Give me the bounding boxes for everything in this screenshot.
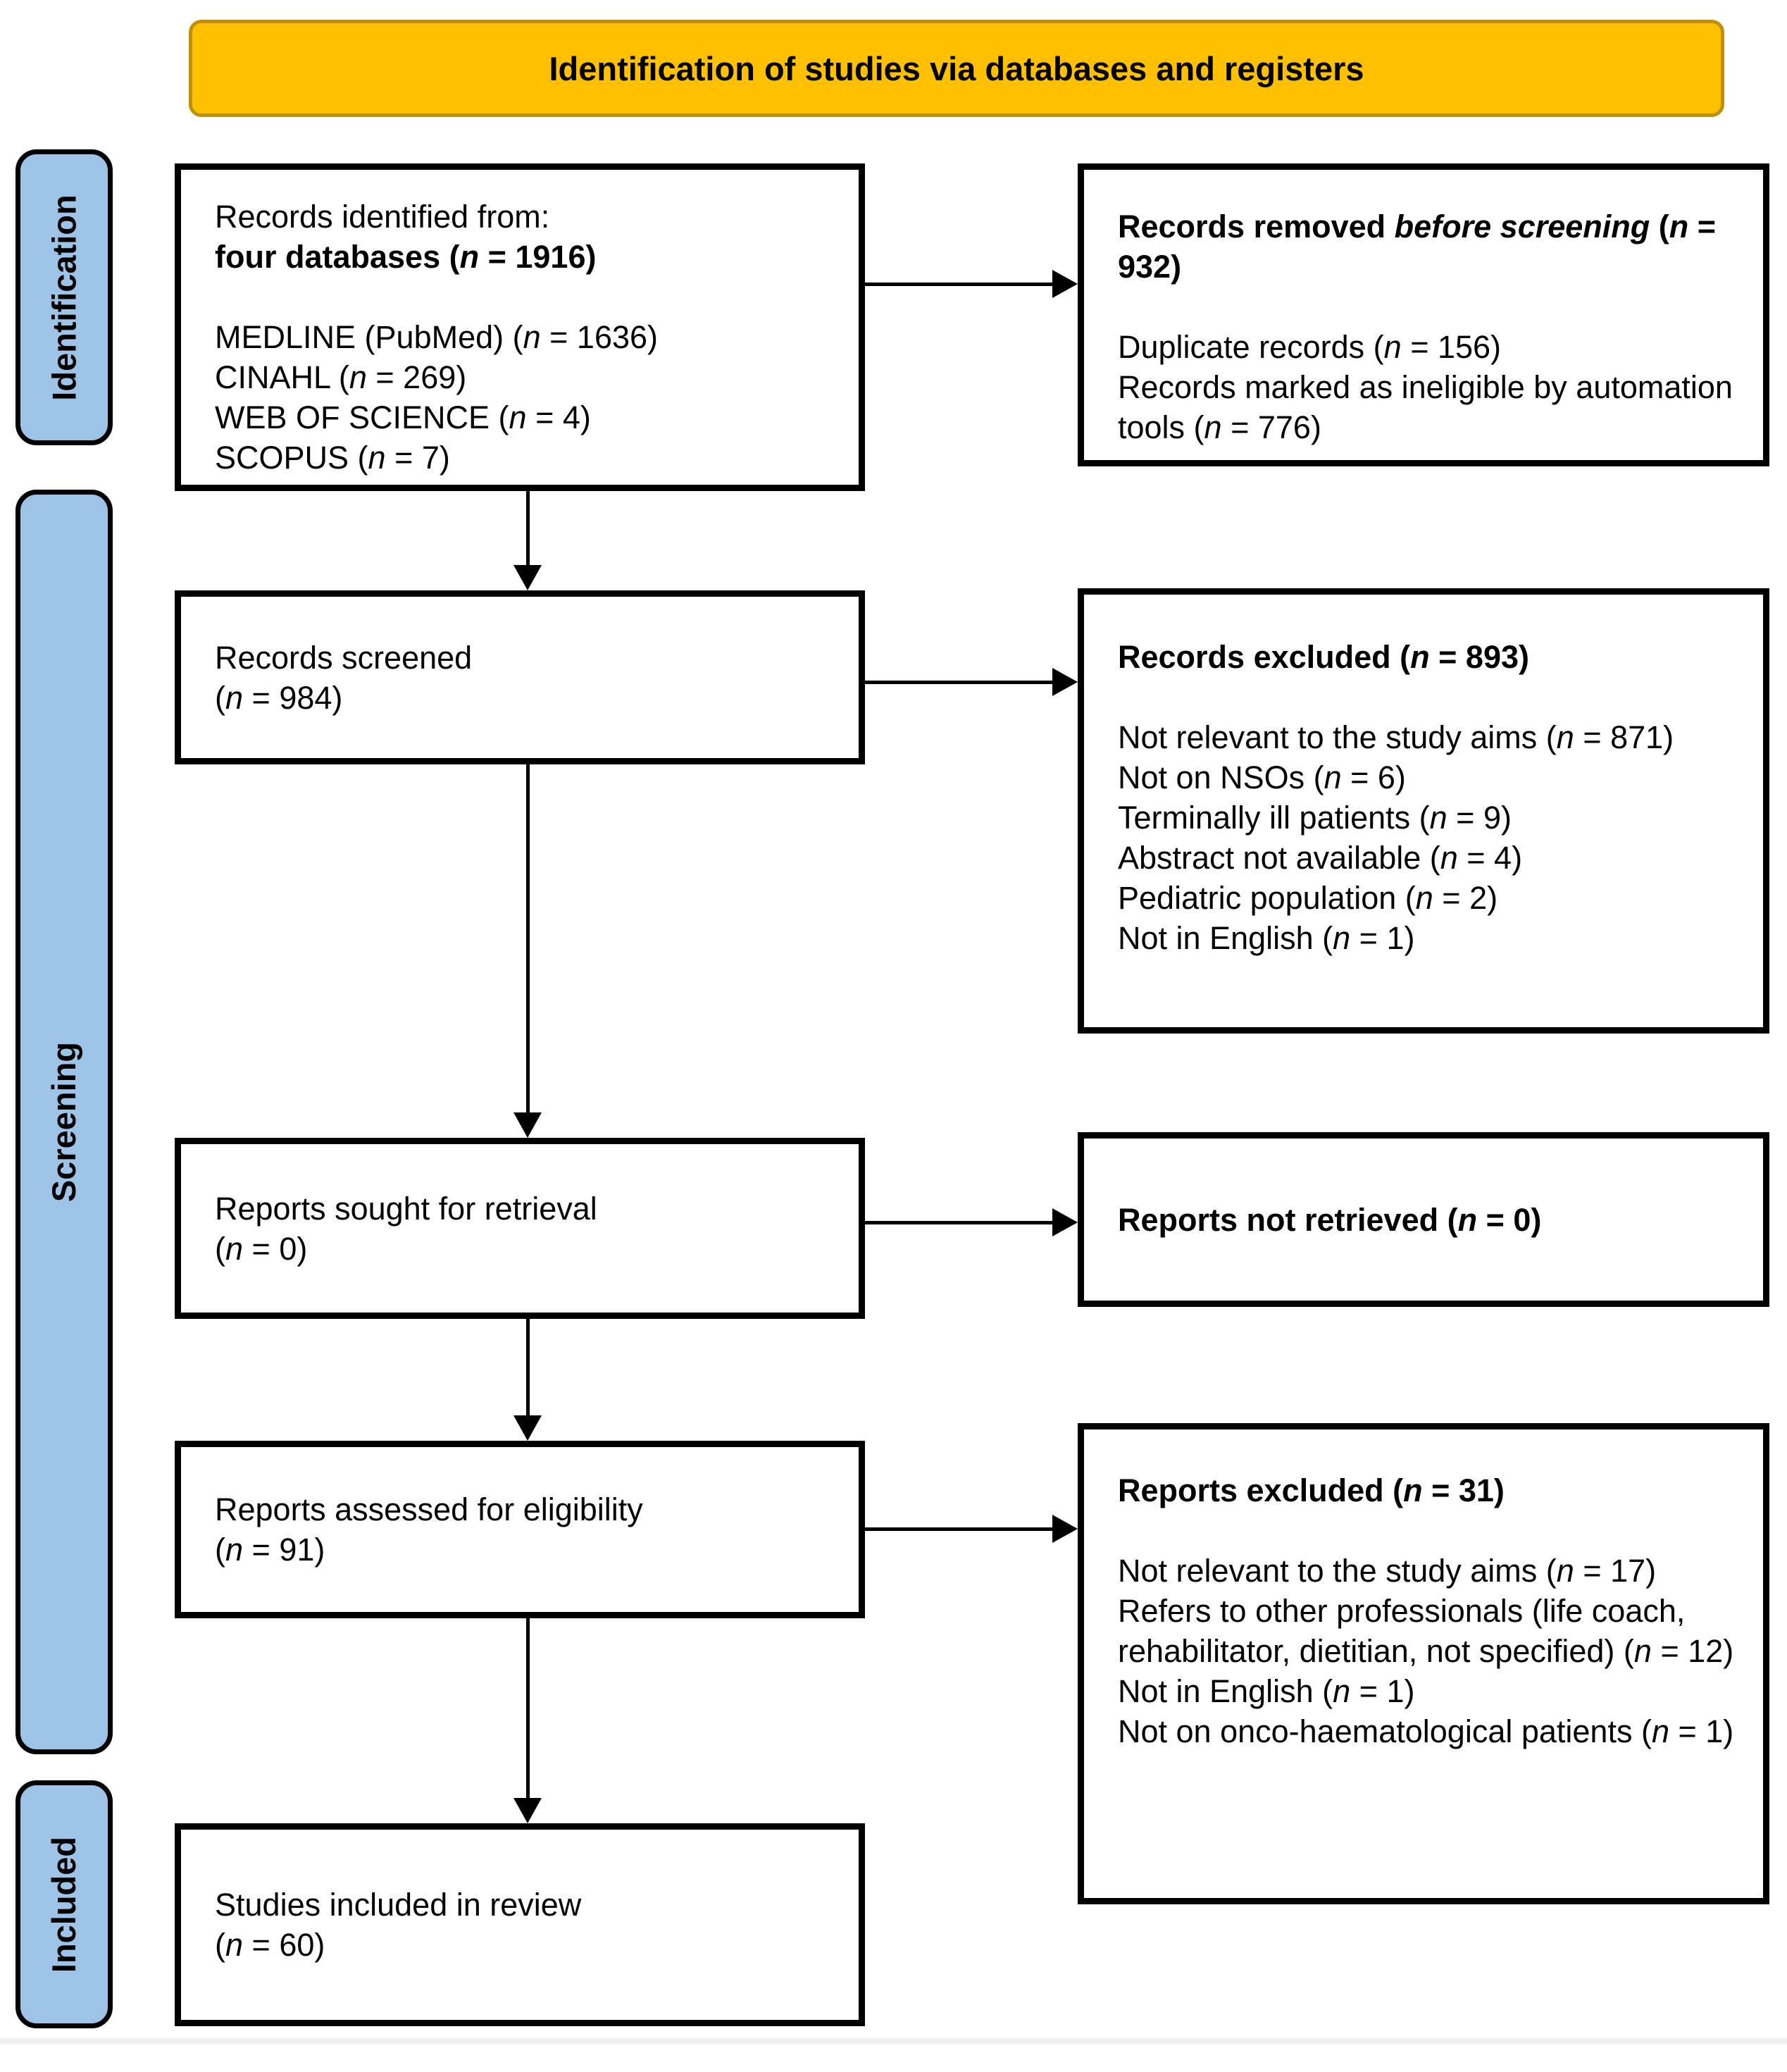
phase-bar-screening: Screening [15, 490, 113, 1754]
box-line: Pediatric population (n = 2) [1118, 880, 1498, 916]
box-item-list: MEDLINE (PubMed) (n = 1636) CINAHL (n = 2… [215, 317, 839, 478]
box-records-removed: Records removed before screening (n = 93… [1078, 163, 1769, 466]
box-line: (n = 0) [215, 1230, 308, 1267]
arrow-line [526, 1618, 530, 1799]
spacer [215, 277, 839, 317]
box-line: Not in English (n = 1) [1118, 1673, 1415, 1709]
phase-bar-identification: Identification [15, 149, 113, 445]
arrow-head [1052, 1515, 1078, 1543]
box-line: Refers to other professionals (life coac… [1118, 1593, 1734, 1669]
box-line: Duplicate records (n = 156) [1118, 329, 1502, 365]
box-item-list: Not relevant to the study aims (n = 871)… [1118, 717, 1743, 958]
box-title: Records excluded (n = 893) [1118, 639, 1529, 675]
box-line: Records identified from: [215, 199, 550, 235]
spacer [1118, 1510, 1743, 1551]
box-line: Terminally ill patients (n = 9) [1118, 800, 1512, 836]
arrow-head [513, 1415, 542, 1441]
box-reports-not-retrieved: Reports not retrieved (n = 0) [1078, 1132, 1769, 1307]
box-line: WEB OF SCIENCE (n = 4) [215, 399, 591, 435]
arrow-head [513, 1798, 542, 1823]
box-line: Not relevant to the study aims (n = 17) [1118, 1553, 1657, 1589]
box-item-list: Not relevant to the study aims (n = 17) R… [1118, 1551, 1743, 1751]
arrow-line [865, 1221, 1054, 1224]
box-records-excluded: Records excluded (n = 893) Not relevant … [1078, 588, 1769, 1034]
diagram-title: Identification of studies via databases … [549, 49, 1364, 87]
box-line: Not on onco-haematological patients (n =… [1118, 1713, 1734, 1749]
box-line: CINAHL (n = 269) [215, 359, 467, 395]
box-title: Reports excluded (n = 31) [1118, 1472, 1505, 1508]
box-line: Records screened [215, 639, 473, 676]
box-item-list: Duplicate records (n = 156) Records marke… [1118, 327, 1743, 447]
arrow-line [865, 283, 1054, 286]
phase-label-identification: Identification [45, 194, 83, 401]
box-title: Reports not retrieved (n = 0) [1118, 1201, 1542, 1238]
box-studies-included: Studies included in review (n = 60) [175, 1823, 865, 2026]
box-reports-sought: Reports sought for retrieval (n = 0) [175, 1138, 865, 1319]
box-line: (n = 984) [215, 679, 343, 716]
box-line: Abstract not available (n = 4) [1118, 840, 1523, 876]
box-line: (n = 60) [215, 1927, 325, 1963]
box-line: Not in English (n = 1) [1118, 920, 1415, 956]
arrow-line [526, 1319, 530, 1417]
page-bottom-band [0, 2038, 1787, 2044]
arrow-line [526, 491, 530, 566]
arrow-head [513, 1112, 542, 1138]
box-records-screened: Records screened (n = 984) [175, 590, 865, 764]
box-line: SCOPUS (n = 7) [215, 440, 450, 476]
box-line: Reports sought for retrieval [215, 1190, 597, 1227]
box-line: Reports assessed for eligibility [215, 1491, 643, 1527]
phase-label-included: Included [45, 1836, 83, 1973]
arrow-line [865, 1527, 1054, 1531]
box-line: Not relevant to the study aims (n = 871) [1118, 719, 1674, 755]
arrow-head [513, 565, 542, 590]
box-records-identified: Records identified from: four databases … [175, 163, 865, 491]
spacer [1118, 287, 1743, 327]
arrow-line [526, 764, 530, 1114]
box-line: (n = 91) [215, 1532, 325, 1568]
box-title: Records removed before screening (n = 93… [1118, 209, 1717, 285]
box-line: Studies included in review [215, 1887, 582, 1923]
arrow-line [865, 681, 1054, 684]
box-line: Records marked as ineligible by automati… [1118, 369, 1733, 445]
box-reports-excluded: Reports excluded (n = 31) Not relevant t… [1078, 1423, 1769, 1904]
title-banner: Identification of studies via databases … [189, 20, 1724, 117]
box-line: four databases (n = 1916) [215, 239, 597, 275]
phase-label-screening: Screening [45, 1041, 83, 1203]
box-line: MEDLINE (PubMed) (n = 1636) [215, 319, 659, 355]
box-reports-assessed: Reports assessed for eligibility (n = 91… [175, 1441, 865, 1618]
arrow-head [1052, 668, 1078, 696]
box-line: Not on NSOs (n = 6) [1118, 759, 1406, 795]
arrow-head [1052, 270, 1078, 298]
phase-bar-included: Included [15, 1780, 113, 2028]
arrow-head [1052, 1208, 1078, 1236]
spacer [1118, 677, 1743, 717]
